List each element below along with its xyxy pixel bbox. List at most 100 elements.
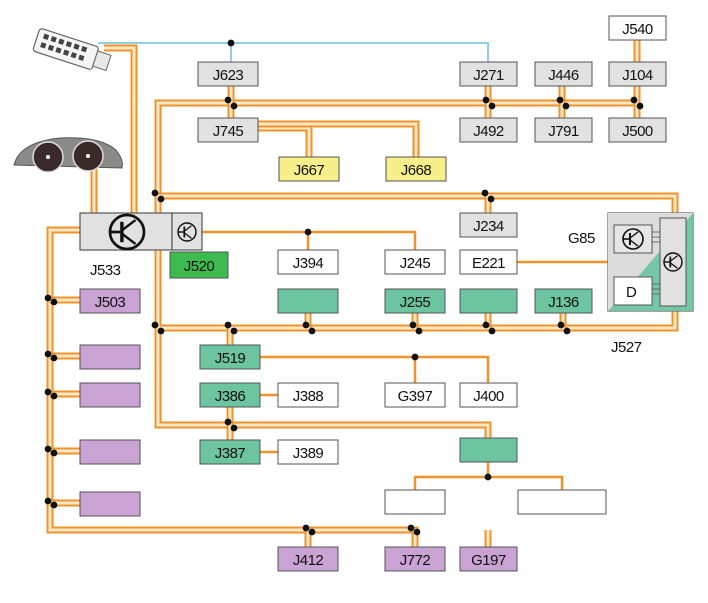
node-j389[interactable]: J389 [277,439,339,465]
node-purple-unlabeled-1[interactable] [79,344,141,370]
gateway-label: J533 [90,262,121,279]
node-label: J520 [184,258,215,275]
node-box [384,546,446,572]
node-green-unlabeled-3[interactable] [459,437,518,463]
node-j623[interactable]: J623 [197,61,259,87]
node-box [459,117,518,143]
node-label: J234 [473,218,504,235]
node-j234[interactable]: J234 [459,212,518,238]
node-label: J245 [400,255,431,272]
node-label: J271 [473,67,504,84]
node-box [199,382,261,408]
node-label: J519 [215,350,246,367]
junction-dot [415,327,423,335]
node-j412[interactable]: J412 [277,546,339,572]
node-label: J104 [622,67,653,84]
node-white-unlabeled-1[interactable] [384,489,446,515]
junction-dot [482,96,490,104]
node-j503[interactable]: J503 [79,288,141,314]
diagnostic-wire [98,42,489,62]
node-box [459,546,518,572]
node-purple-unlabeled-2[interactable] [79,382,141,408]
bus-segment [158,192,679,218]
node-j667[interactable]: J667 [278,156,340,182]
junction-dot [407,524,415,532]
junction-dot [224,418,232,426]
single-wire [202,230,417,250]
j527-label: J527 [611,339,642,356]
node-j519[interactable]: J519 [199,344,261,370]
node-j400[interactable]: J400 [459,382,518,408]
node-g197[interactable]: G197 [459,546,518,572]
junction-dot [50,392,58,400]
node-j520[interactable]: J520 [169,251,229,279]
node-white-unlabeled-2[interactable] [517,489,607,515]
junction-dot [484,473,492,481]
junction-dot [488,327,496,335]
gateway-j533[interactable]: J533 [79,212,203,279]
node-label: J387 [215,445,246,462]
bus-segment [48,228,417,547]
node-j668[interactable]: J668 [385,156,447,182]
node-j104[interactable]: J104 [608,61,667,87]
junction-dot [157,327,165,335]
junction-dot [50,354,58,362]
node-purple-unlabeled-4[interactable] [79,491,141,517]
node-green-unlabeled-1[interactable] [277,288,339,314]
node-label: J412 [293,552,324,569]
node-j394[interactable]: J394 [277,249,339,275]
junction-dot [413,528,421,536]
node-label: J791 [548,123,579,140]
junction-dot [157,195,165,203]
junction-dot [302,321,310,329]
node-purple-unlabeled-3[interactable] [79,439,141,465]
node-label: G397 [398,388,433,405]
node-box [277,288,339,314]
node-e221[interactable]: E221 [459,249,518,275]
node-j492[interactable]: J492 [459,117,518,143]
node-j271[interactable]: J271 [459,61,518,87]
junction-dot [636,102,644,110]
junction-dot [50,298,58,306]
node-j386[interactable]: J386 [199,382,261,408]
module-j527[interactable]: D G85 J527 [568,212,694,356]
node-j245[interactable]: J245 [384,249,446,275]
bus-segment [258,124,313,157]
bus-segment [104,44,138,213]
node-j500[interactable]: J500 [608,117,667,143]
node-label: J388 [293,388,324,405]
bus-segment [156,101,640,213]
node-j772[interactable]: J772 [384,546,446,572]
node-green-unlabeled-2[interactable] [459,288,518,314]
junction-dot [230,102,238,110]
node-j387[interactable]: J387 [199,439,261,465]
node-j540[interactable]: J540 [608,15,667,41]
node-label: J540 [622,21,653,38]
node-j388[interactable]: J388 [277,382,339,408]
node-box [79,491,141,517]
node-box [79,439,141,465]
junction-dot [308,528,316,536]
node-box [79,344,141,370]
junction-dot [556,96,564,104]
node-j745[interactable]: J745 [197,117,259,143]
node-box [384,382,446,408]
g85-label: G85 [568,230,595,247]
bus-wires [46,40,679,547]
junction-dot [230,327,238,335]
node-j791[interactable]: J791 [534,117,593,143]
node-box [169,251,229,279]
node-g397[interactable]: G397 [384,382,446,408]
junction-dot [304,228,312,236]
node-box [459,437,518,463]
node-j136[interactable]: J136 [534,288,593,314]
junction-dot [44,388,52,396]
node-j255[interactable]: J255 [384,288,446,314]
junction-dot [230,424,238,432]
node-label: G197 [471,552,506,569]
node-label: E221 [472,255,505,272]
node-box [79,382,141,408]
node-j446[interactable]: J446 [534,61,593,87]
node-box [277,249,339,275]
node-box [459,249,518,275]
